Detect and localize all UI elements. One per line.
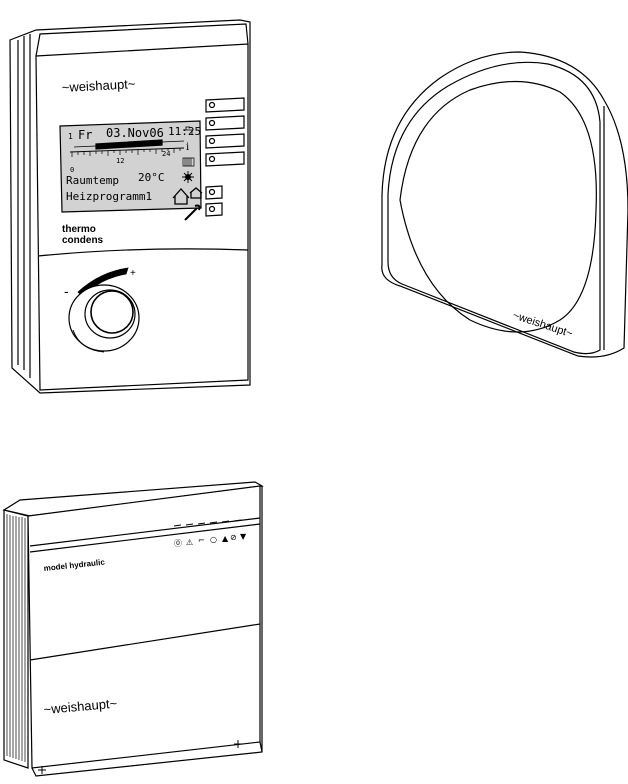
status-symbol-row: ⓪ ⚠ ⌐ ○ ▲ ⊘ ▼ xyxy=(174,532,247,548)
lcd-date: 03.Nov06 xyxy=(106,126,164,140)
room-sensor xyxy=(381,51,628,358)
lcd-time: 11:25 xyxy=(168,125,201,138)
product-name-line1: thermo xyxy=(62,224,96,235)
temperature-knob[interactable] xyxy=(68,284,140,353)
warning-symbol: ⚠ xyxy=(186,538,193,547)
sun-icon xyxy=(182,171,194,183)
wrench-icon xyxy=(184,204,201,221)
lcd-scale-start: 0 xyxy=(70,166,74,174)
controller-button-1[interactable] xyxy=(205,97,245,113)
screw-right xyxy=(234,740,242,748)
lcd-line-number: 1 xyxy=(68,132,73,141)
burner-symbol: ⌐ xyxy=(198,536,205,545)
sensor-front-face xyxy=(387,61,601,355)
tap-icon xyxy=(183,126,193,135)
controller-button-2[interactable] xyxy=(205,115,245,131)
controller-button-4[interactable] xyxy=(205,151,245,167)
sensor-dome xyxy=(399,80,597,333)
module-vent-slats xyxy=(6,514,26,762)
valve-symbol: ⊘ xyxy=(230,533,237,542)
module-front-band xyxy=(29,517,261,553)
knob-minus-label: - xyxy=(64,283,69,299)
lcd-heating-bar-thin xyxy=(73,145,97,148)
controller-lower-divider xyxy=(37,248,249,257)
status-led-row xyxy=(173,519,242,527)
controller-button-home[interactable] xyxy=(205,185,223,200)
screw-left xyxy=(38,766,46,774)
info-icon: i xyxy=(186,142,189,153)
house-icon xyxy=(172,187,203,205)
module-brand: ~weishaupt~ xyxy=(43,696,118,717)
pump-symbol: ○ xyxy=(210,535,217,544)
up-symbol: ▲ xyxy=(222,534,229,543)
module-bottom-foot xyxy=(31,486,263,777)
controller-brand: ~weishaupt~ xyxy=(61,76,136,95)
lcd-scale-mid: 12 xyxy=(116,157,124,165)
down-symbol: ▼ xyxy=(240,532,247,541)
power-symbol: ⓪ xyxy=(174,539,182,548)
lcd-display xyxy=(59,120,202,213)
lcd-heating-bar xyxy=(95,139,163,150)
hydraulic-module xyxy=(2,481,264,777)
lcd-scale-ticks xyxy=(71,148,181,157)
radiator-icon xyxy=(182,157,195,167)
lcd-scale-baseline xyxy=(69,147,185,153)
knob-plus-label: + xyxy=(130,268,136,279)
lcd-room-label: Raumtemp xyxy=(66,174,119,187)
controller-button-3[interactable] xyxy=(205,133,245,149)
controller-side-edge xyxy=(17,34,31,378)
controller-button-service[interactable] xyxy=(205,202,223,217)
sensor-housing xyxy=(381,51,628,358)
lcd-scale-end: 24 xyxy=(162,150,170,158)
lcd-program: Heizprogramm1 xyxy=(66,190,152,203)
room-controller xyxy=(9,19,251,394)
controller-top-bevel xyxy=(35,23,249,57)
lcd-weekday: Fr xyxy=(78,128,92,142)
module-top xyxy=(2,481,264,517)
lcd-room-value: 20°C xyxy=(138,171,165,184)
product-name-line2: condens xyxy=(62,235,104,246)
controller-front-panel xyxy=(35,43,249,391)
lcd-heating-bar-thin-right xyxy=(161,140,185,143)
module-cover-divider xyxy=(29,623,261,661)
